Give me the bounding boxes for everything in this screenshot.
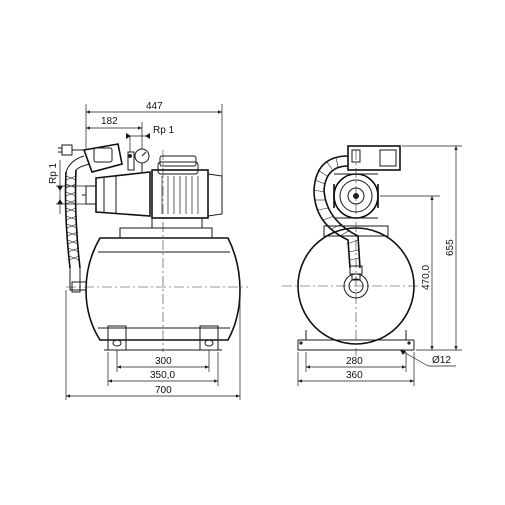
dim-447: 447 (146, 101, 163, 112)
dim-182: 182 (101, 116, 118, 127)
dim-300: 300 (155, 356, 172, 367)
side-view (282, 145, 430, 356)
tank-body-front (85, 237, 241, 341)
dim-350: 350,0 (150, 370, 175, 381)
front-dimensions: 447 182 Rp 1 Rp 1 300 350,0 700 (48, 101, 241, 400)
pump-motor (151, 169, 209, 219)
pressure-switch-side (347, 145, 401, 171)
flexible-hose-front (64, 171, 71, 269)
pressure-switch (82, 143, 123, 173)
dim-700: 700 (155, 385, 172, 396)
dim-diameter-12: Ø12 (432, 355, 451, 366)
dim-rp1-discharge: Rp 1 (153, 125, 175, 136)
dim-655: 655 (445, 239, 456, 256)
flexible-hose-side (313, 155, 351, 269)
dim-rp1-suction: Rp 1 (48, 162, 59, 184)
dim-280: 280 (346, 356, 363, 367)
front-view (58, 143, 248, 352)
dim-470: 470,0 (421, 265, 432, 290)
side-dimensions: 280 360 Ø12 470,0 655 (297, 145, 462, 386)
dim-360: 360 (346, 370, 363, 381)
